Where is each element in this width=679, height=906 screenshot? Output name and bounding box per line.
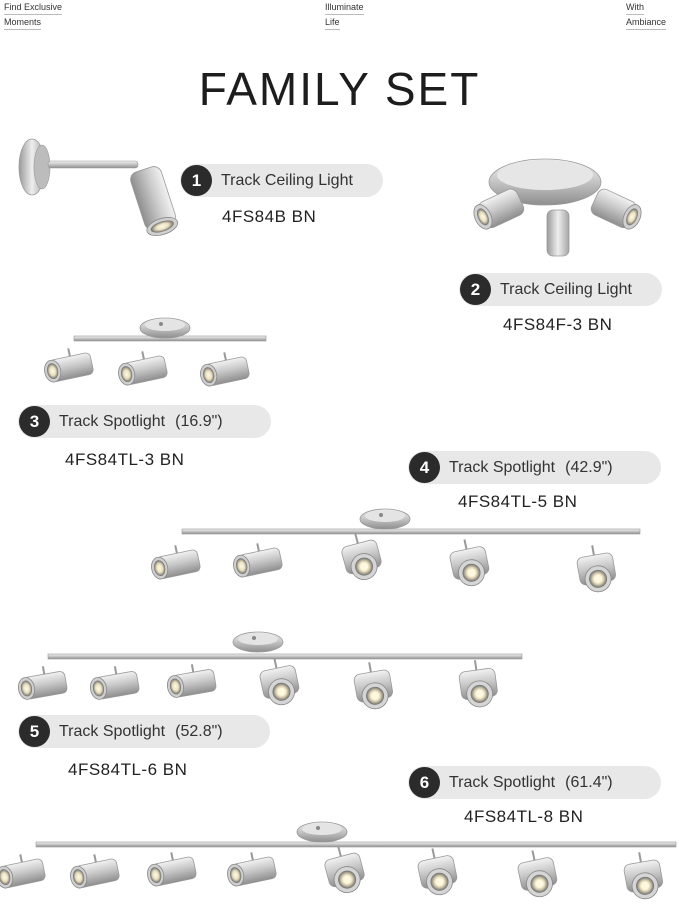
- number-badge: 5: [19, 716, 50, 747]
- product-code: 4FS84TL-5 BN: [458, 492, 578, 511]
- product-label-2: 2 Track Ceiling Light: [459, 273, 662, 306]
- product-size: (52.8"): [175, 722, 223, 740]
- product-label-4: 4 Track Spotlight (42.9"): [408, 451, 661, 484]
- product-code: 4FS84TL-3 BN: [65, 450, 185, 469]
- product-label-6: 6 Track Spotlight (61.4"): [408, 766, 661, 799]
- product-image-6: [0, 821, 677, 903]
- product-image-4: [146, 508, 641, 596]
- product-image-3: [39, 317, 267, 389]
- product-name: Track Spotlight: [59, 722, 166, 740]
- product-size: (16.9"): [175, 412, 223, 430]
- number-badge: 1: [181, 165, 212, 196]
- product-code: 4FS84TL-6 BN: [68, 760, 188, 779]
- product-size: (61.4"): [565, 773, 613, 791]
- nav-link-line: Life: [325, 15, 340, 30]
- nav-link-moments[interactable]: Find Exclusive Moments: [4, 0, 63, 30]
- number-badge: 2: [460, 274, 491, 305]
- product-code: 4FS84B BN: [222, 207, 317, 226]
- number-badge: 4: [409, 452, 440, 483]
- product-label-3: 3 Track Spotlight (16.9"): [18, 405, 271, 438]
- product-name: Track Spotlight: [449, 773, 556, 791]
- product-image-2: [473, 158, 642, 257]
- product-name: Track Spotlight: [59, 412, 166, 430]
- product-label-5: 5 Track Spotlight (52.8"): [18, 715, 270, 748]
- number-badge: 3: [19, 406, 50, 437]
- page-title: FAMILY SET: [198, 63, 481, 115]
- product-image-5: [14, 631, 523, 713]
- nav-link-line: Illuminate: [325, 0, 364, 15]
- nav-link-line: Moments: [4, 15, 42, 30]
- nav-link-line: Ambiance: [626, 15, 667, 30]
- product-label-1: 1 Track Ceiling Light: [180, 164, 383, 197]
- product-name: Track Ceiling Light: [221, 171, 353, 189]
- number-badge: 6: [409, 767, 440, 798]
- nav-link-life[interactable]: Illuminate Life: [325, 0, 364, 30]
- product-image-1: [18, 138, 179, 237]
- product-code: 4FS84F-3 BN: [503, 315, 613, 334]
- product-code: 4FS84TL-8 BN: [464, 807, 584, 826]
- product-name: Track Ceiling Light: [500, 280, 632, 298]
- nav-link-ambiance[interactable]: With Ambiance: [626, 0, 667, 30]
- product-name: Track Spotlight: [449, 458, 556, 476]
- nav-link-line: With: [626, 0, 644, 15]
- product-size: (42.9"): [565, 458, 613, 476]
- nav-link-line: Find Exclusive: [4, 0, 63, 15]
